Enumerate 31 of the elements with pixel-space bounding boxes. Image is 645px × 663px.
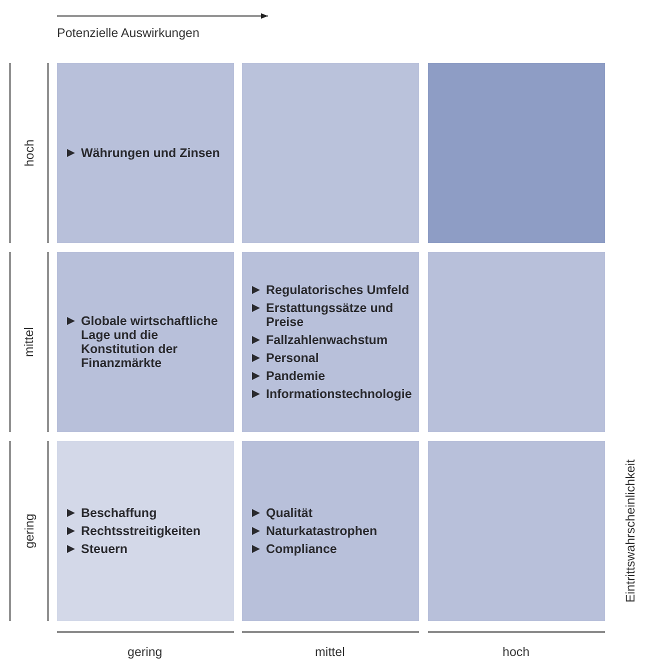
matrix-cell [57, 441, 234, 621]
axis-label: mittel [315, 645, 345, 659]
empty-matrix-cell [428, 252, 605, 432]
risk-item: Beschaffung [81, 506, 158, 520]
risk-item: Erstattungssätze und Preise [266, 301, 394, 329]
matrix-cell [242, 441, 419, 621]
axis-title: Eintrittswahrscheinlichkeit [623, 459, 638, 603]
empty-matrix-cell [428, 63, 605, 243]
empty-matrix-cell [428, 441, 605, 621]
matrix-cell [242, 252, 419, 432]
axis-label: hoch [22, 139, 36, 167]
risk-item: Globale wirtschaftliche Lage und die Konstitution der Finanzmärkte [81, 314, 219, 370]
risk-item: Pandemie [266, 369, 326, 383]
axis-title: Potenzielle Auswirkungen [57, 26, 200, 40]
risk-item: Naturkatastrophen [266, 524, 378, 538]
matrix-cell [57, 252, 234, 432]
axis-label: gering [128, 645, 162, 659]
risk-item: Steuern [81, 542, 129, 556]
risk-item: Informationstechnologie [266, 387, 413, 401]
matrix-cell [57, 63, 234, 243]
risk-item: Regulatorisches Umfeld [266, 283, 410, 297]
risk-item: Rechtsstreitigkeiten [81, 524, 202, 538]
empty-matrix-cell [242, 63, 419, 243]
risk-item: Fallzahlenwachstum [266, 333, 389, 347]
risk-item: Qualität [266, 506, 314, 520]
risk-item: Compliance [266, 542, 338, 556]
axis-label: gering [22, 514, 36, 548]
risk-item: Währungen und Zinsen [81, 146, 221, 160]
axis-label: mittel [22, 327, 36, 357]
axis-label: hoch [502, 645, 530, 659]
risk-item: Personal [266, 351, 320, 365]
